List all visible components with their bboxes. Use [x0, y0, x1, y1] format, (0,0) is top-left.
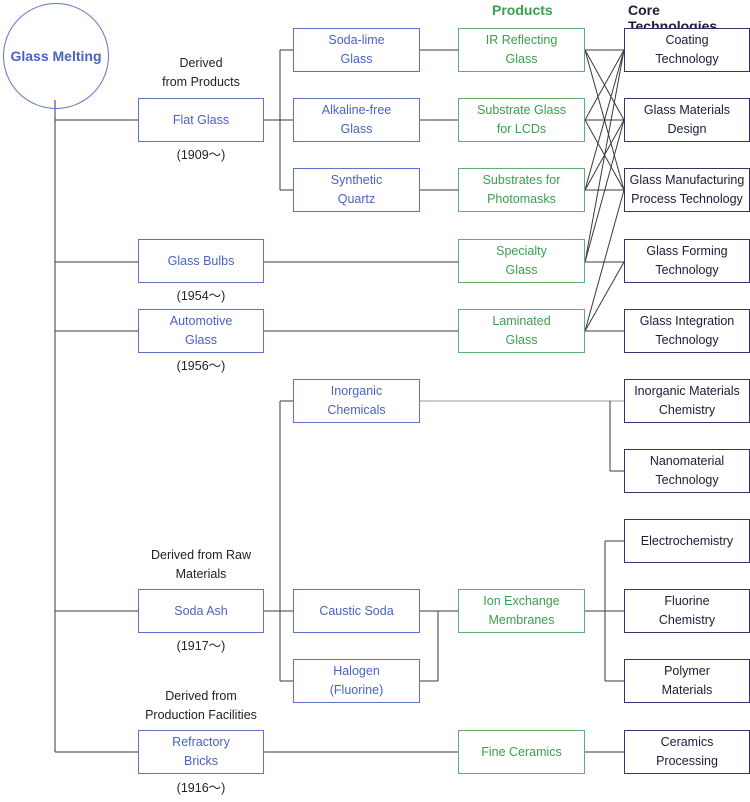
core-polymer-materials: Polymer Materials [624, 659, 750, 703]
material-alkaline-free-glass: Alkaline-free Glass [293, 98, 420, 142]
core-glass-forming: Glass Forming Technology [624, 239, 750, 283]
material-caustic-soda: Caustic Soda [293, 589, 420, 633]
derived-from-products-label: Derived from Products [162, 56, 240, 89]
business-flat-glass: Flat Glass [138, 98, 264, 142]
year-refractory: (1916〜) [176, 781, 226, 795]
product-fine-ceramics: Fine Ceramics [458, 730, 585, 774]
business-refractory-bricks: Refractory Bricks [138, 730, 264, 774]
product-lcd-substrate-glass: Substrate Glass for LCDs [458, 98, 585, 142]
year-automotive: (1956〜) [176, 359, 226, 373]
material-soda-lime-glass: Soda-lime Glass [293, 28, 420, 72]
products-header: Products [492, 2, 553, 18]
core-nanomaterial-technology: Nanomaterial Technology [624, 449, 750, 493]
business-automotive-glass: Automotive Glass [138, 309, 264, 353]
material-halogen: Halogen (Fluorine) [293, 659, 420, 703]
business-glass-bulbs: Glass Bulbs [138, 239, 264, 283]
year-flat-glass: (1909〜) [176, 148, 226, 162]
product-laminated-glass: Laminated Glass [458, 309, 585, 353]
business-soda-ash: Soda Ash [138, 589, 264, 633]
core-fluorine-chemistry: Fluorine Chemistry [624, 589, 750, 633]
core-manufacturing-process: Glass Manufacturing Process Technology [624, 168, 750, 212]
derived-from-facilities-label: Derived from Production Facilities [145, 689, 257, 722]
material-inorganic-chemicals: Inorganic Chemicals [293, 379, 420, 423]
core-inorganic-materials-chemistry: Inorganic Materials Chemistry [624, 379, 750, 423]
core-glass-materials-design: Glass Materials Design [624, 98, 750, 142]
core-coating-technology: Coating Technology [624, 28, 750, 72]
year-glass-bulbs: (1954〜) [176, 289, 226, 303]
product-ion-exchange-membranes: Ion Exchange Membranes [458, 589, 585, 633]
derived-from-raw-label: Derived from Raw Materials [150, 548, 252, 581]
product-photomask-substrates: Substrates for Photomasks [458, 168, 585, 212]
year-soda-ash: (1917〜) [176, 639, 226, 653]
core-glass-integration: Glass Integration Technology [624, 309, 750, 353]
core-ceramics-processing: Ceramics Processing [624, 730, 750, 774]
glass-melting-node: Glass Melting [3, 3, 109, 109]
material-synthetic-quartz: Synthetic Quartz [293, 168, 420, 212]
product-ir-reflecting-glass: IR Reflecting Glass [458, 28, 585, 72]
core-electrochemistry: Electrochemistry [624, 519, 750, 563]
product-specialty-glass: Specialty Glass [458, 239, 585, 283]
